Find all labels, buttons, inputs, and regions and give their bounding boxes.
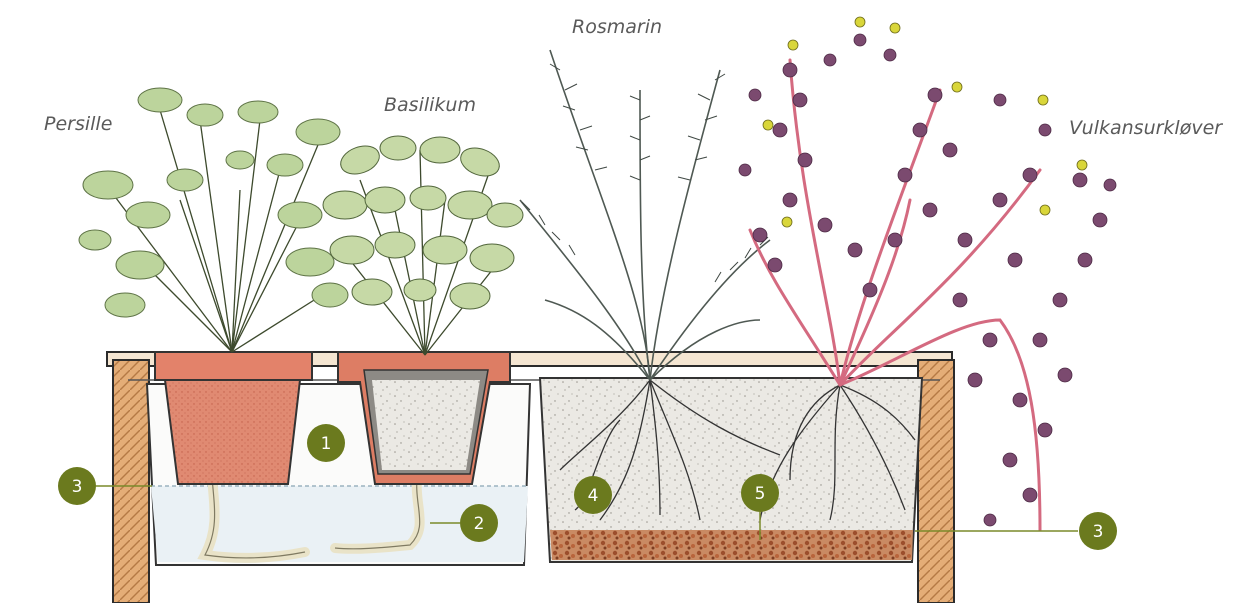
label-basilikum: Basilikum — [384, 94, 476, 116]
left-wood-wall — [113, 360, 149, 603]
rosemary-plant — [520, 50, 770, 380]
marker-5: 5 — [741, 474, 779, 512]
marker-2: 2 — [460, 504, 498, 542]
marker-1: 1 — [307, 424, 345, 462]
marker-2-number: 2 — [474, 514, 485, 534]
parsley-plant — [79, 88, 348, 352]
marker-3-right: 3 — [1079, 512, 1117, 550]
marker-4-number: 4 — [588, 486, 599, 506]
marker-3-left: 3 — [58, 467, 96, 505]
basil-plant — [323, 136, 523, 355]
label-vulkansurklover: Vulkansurkløver — [1069, 117, 1222, 139]
soil-container — [540, 378, 922, 562]
marker-5-number: 5 — [755, 484, 766, 504]
clover-flowers — [763, 17, 1087, 227]
right-wood-wall — [918, 360, 954, 603]
label-persille: Persille — [44, 113, 112, 135]
marker-3-right-number: 3 — [1093, 522, 1104, 542]
label-rosmarin: Rosmarin — [572, 16, 662, 38]
marker-1-number: 1 — [321, 434, 332, 454]
marker-3-left-number: 3 — [72, 477, 83, 497]
parsley-pot — [155, 352, 312, 484]
gravel-layer — [550, 530, 913, 560]
marker-4: 4 — [574, 476, 612, 514]
